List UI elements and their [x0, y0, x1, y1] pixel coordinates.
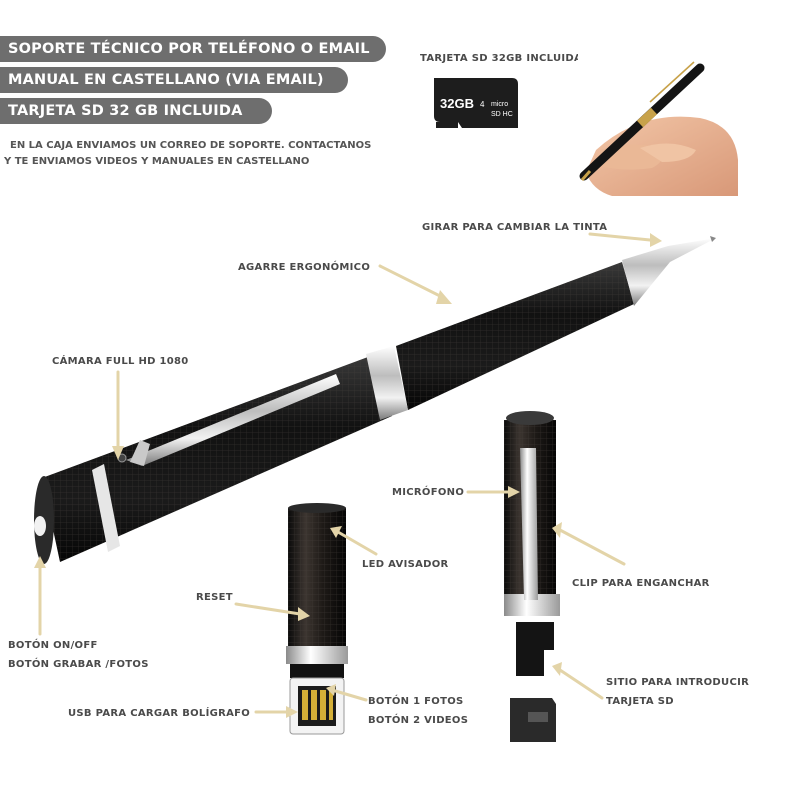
- label-onoff-1: BOTÓN ON/OFF: [8, 640, 98, 651]
- label-sd-slot-1: SITIO PARA INTRODUCIR: [606, 677, 750, 688]
- label-led: LED AVISADOR: [362, 559, 449, 570]
- label-twist: GIRAR PARA CAMBIAR LA TINTA: [422, 222, 608, 233]
- label-camera: CÁMARA FULL HD 1080: [52, 356, 189, 367]
- main-pen: [34, 236, 716, 564]
- label-buttons-2: BOTÓN 2 VIDEOS: [368, 715, 469, 726]
- hand-photo: [578, 52, 738, 198]
- sd-card-capacity: 32GB: [440, 96, 474, 111]
- label-reset: RESET: [196, 592, 233, 603]
- label-mic: MICRÓFONO: [392, 487, 465, 498]
- arrow-heads: [34, 233, 662, 718]
- label-grip: AGARRE ERGONÓMICO: [238, 262, 371, 273]
- arrow-reset: [234, 602, 302, 616]
- label-sd-slot-2: TARJETA SD: [606, 696, 674, 707]
- sd-card-image: 32GB 4 micro SD HC: [434, 78, 518, 128]
- pen-top-section: [504, 411, 560, 676]
- arrow-buttons: [330, 688, 368, 702]
- sd-card-class: 4: [480, 100, 485, 109]
- support-note-line-2: Y TE ENVIAMOS VIDEOS Y MANUALES EN CASTE…: [4, 156, 310, 167]
- label-buttons-1: BOTÓN 1 FOTOS: [368, 696, 464, 707]
- arrow-led: [336, 530, 378, 556]
- label-onoff-2: BOTÓN GRABAR /FOTOS: [8, 659, 149, 670]
- arrow-clip: [558, 528, 626, 566]
- arrow-grip: [378, 264, 446, 300]
- support-note: EN LA CAJA ENVIAMOS UN CORREO DE SOPORTE…: [4, 138, 371, 170]
- sd-card-caption: TARJETA SD 32GB INCLUIDA: [420, 53, 583, 64]
- annotation-arrows: [38, 232, 652, 714]
- arrow-twist: [588, 232, 652, 242]
- arrow-sd-slot: [558, 668, 604, 700]
- sd-card-brand-bottom: SD HC: [491, 111, 513, 118]
- sd-card-brand-top: micro: [491, 101, 508, 108]
- support-note-line-1: EN LA CAJA ENVIAMOS UN CORREO DE SOPORTE…: [10, 140, 372, 151]
- micro-sd-card: [510, 698, 556, 742]
- banner-sd-card: TARJETA SD 32 GB INCLUIDA: [0, 98, 272, 124]
- label-usb: USB PARA CARGAR BOLÍGRAFO: [68, 708, 251, 719]
- banner-manual: MANUAL EN CASTELLANO (VIA EMAIL): [0, 67, 348, 93]
- banner-support: SOPORTE TÉCNICO POR TELÉFONO O EMAIL: [0, 36, 386, 62]
- pen-bottom-section: [286, 503, 348, 735]
- label-clip: CLIP PARA ENGANCHAR: [572, 578, 710, 589]
